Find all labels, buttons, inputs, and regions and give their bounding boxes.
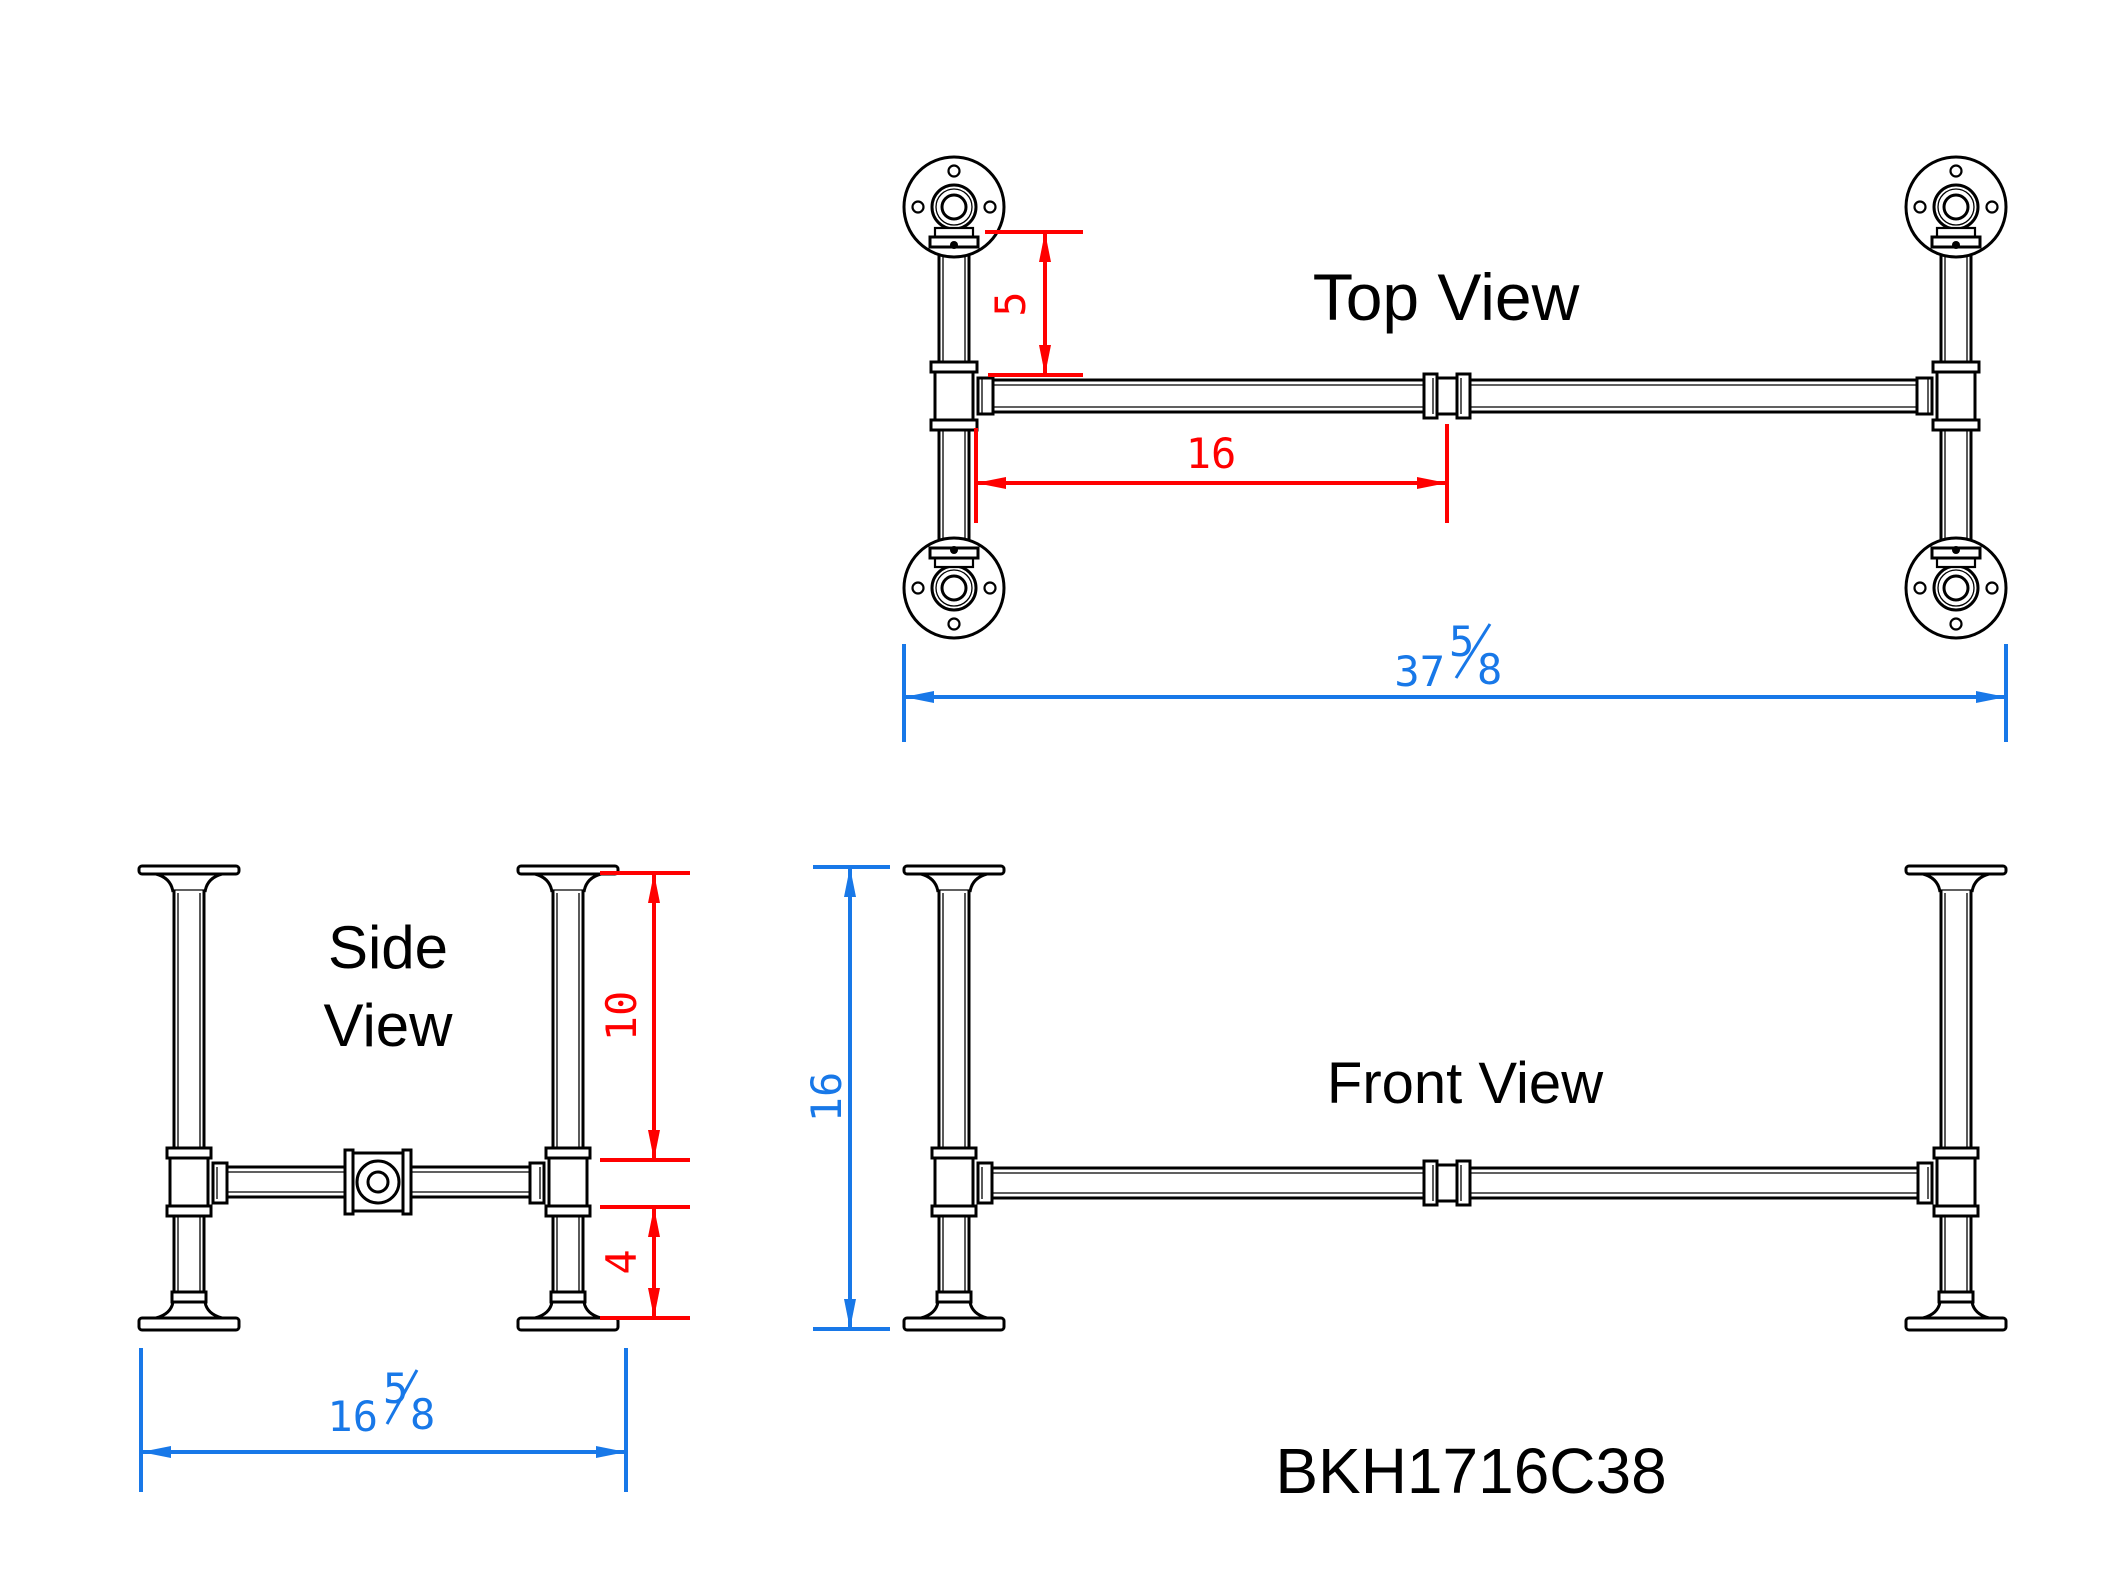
dim-text-overall-depth-numerator: 5	[383, 1364, 408, 1413]
flange-top-left	[902, 155, 1006, 259]
side-view-crossbar	[227, 1165, 530, 1199]
top-view-leg-pipes	[937, 248, 1973, 548]
dim-text-overall-length-whole: 37	[1394, 647, 1445, 696]
dim-text-overall-depth-whole: 16	[327, 1392, 378, 1441]
dim-text-lower-leg: 4	[597, 1249, 646, 1274]
dimension-flange-offset: 5	[985, 230, 1083, 377]
rail-coupling	[1422, 372, 1472, 420]
dim-text-overall-length-numerator: 5	[1449, 617, 1474, 666]
fraction-slash	[1454, 623, 1492, 679]
dim-text-overall-depth-denominator: 8	[410, 1390, 435, 1439]
dim-text-leg-to-center: 16	[1186, 429, 1237, 478]
dimension-upper-leg: 10	[597, 871, 690, 1162]
dim-text-overall-height: 16	[802, 1072, 851, 1123]
front-view-rail	[992, 1166, 1918, 1200]
dimension-overall-length: 37 5 8	[902, 617, 2008, 742]
dim-text-upper-leg: 10	[597, 991, 646, 1042]
front-view-title: Front View	[1327, 1051, 1604, 1116]
dimension-overall-depth: 16 5 8	[139, 1348, 628, 1492]
top-view: 5 16 37 5 8 Top View	[902, 155, 2008, 742]
side-view-title-line2: View	[324, 992, 454, 1059]
front-view: 16 Front View	[802, 864, 2008, 1332]
flange-bottom-left	[902, 536, 1006, 640]
dim-text-overall-length-denominator: 8	[1477, 645, 1502, 694]
dim-text-flange-offset: 5	[986, 291, 1035, 316]
top-view-rail	[993, 378, 1917, 414]
fraction-slash	[385, 1369, 419, 1425]
side-view: 10 4 16 5 8 Side View	[137, 864, 690, 1492]
dimension-leg-to-center: 16	[974, 424, 1449, 523]
dimension-overall-height: 16	[802, 865, 890, 1331]
flange-bottom-right	[1904, 536, 2008, 640]
flange-top-right	[1904, 155, 2008, 259]
side-view-title-line1: Side	[328, 914, 448, 981]
dimension-lower-leg: 4	[597, 1205, 690, 1320]
side-view-center-fitting	[343, 1148, 413, 1216]
rail-coupling	[1422, 1159, 1472, 1207]
top-view-title: Top View	[1313, 260, 1580, 334]
product-code: BKH1716C38	[1275, 1435, 1666, 1507]
